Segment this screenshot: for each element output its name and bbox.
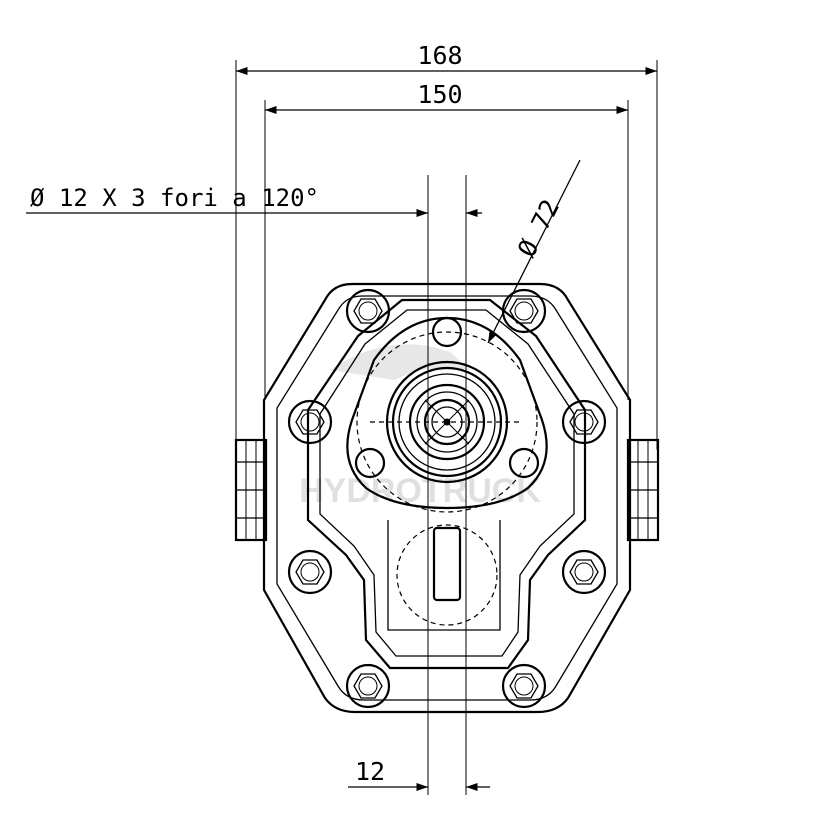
pitch-diameter-callout: Ø 72 — [487, 159, 581, 344]
pump-body — [262, 282, 632, 714]
hex-bolts — [287, 288, 607, 709]
watermark: HYDROTRUCK — [299, 344, 541, 510]
shaft-hub — [385, 360, 509, 484]
flange-hole — [508, 447, 540, 479]
flange-width-label: 150 — [417, 80, 462, 109]
hex-bolt-top-right — [501, 288, 547, 334]
dimension-offset: 12 — [348, 757, 490, 792]
hex-bolt-bottom-right — [501, 663, 547, 709]
dimension-flange-width: 150 — [264, 80, 629, 400]
flange-hole — [431, 316, 463, 348]
hole-note-label: Ø 12 X 3 fori a 120° — [30, 184, 319, 212]
side-port-right — [626, 438, 660, 542]
offset-label: 12 — [355, 757, 385, 786]
flange-holes — [354, 316, 540, 513]
pitch-diameter-label: Ø 72 — [512, 195, 565, 262]
hex-bolt-top-left — [345, 288, 391, 334]
flange-hole — [354, 447, 386, 479]
side-port-left — [234, 438, 268, 542]
hex-bolt-low-left — [287, 549, 333, 595]
dimension-overall-width: 168 — [235, 41, 658, 450]
hex-bolt-mid-right — [561, 399, 607, 445]
hex-bolt-bottom-left — [345, 663, 391, 709]
hex-bolt-mid-left — [287, 399, 333, 445]
overall-width-label: 168 — [417, 41, 462, 70]
hex-bolt-low-right — [561, 549, 607, 595]
hole-note: Ø 12 X 3 fori a 120° — [26, 184, 482, 218]
watermark-brand: HYDROTRUCK — [299, 472, 541, 510]
